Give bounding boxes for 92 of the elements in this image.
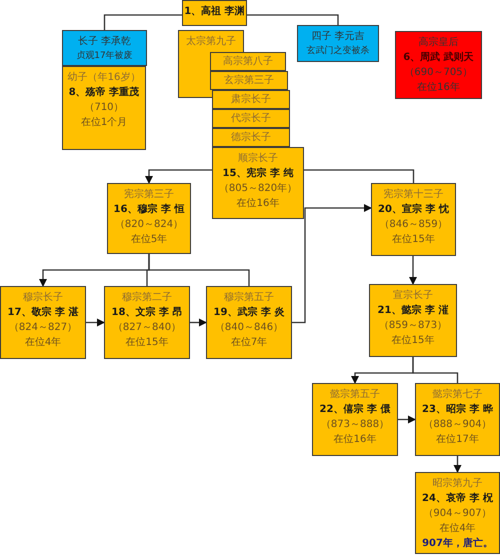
empress-box <box>395 31 482 99</box>
emperor-box <box>0 286 86 359</box>
connector-line <box>412 357 458 383</box>
note-text: （846～859） <box>379 218 448 232</box>
name-text: 24、哀帝 李 柷 <box>422 491 493 506</box>
name-text: 22、僖宗 李 儇 <box>320 402 390 417</box>
note-box <box>62 30 147 66</box>
name-text: 15、宪宗 李 纯 <box>222 166 294 181</box>
emperor-box <box>212 147 304 219</box>
arrow <box>454 456 462 473</box>
note-text: 德宗长子 <box>231 130 271 145</box>
note-text: （805～820年） <box>218 182 298 196</box>
emperor-box <box>212 109 290 128</box>
note-text: （859～873） <box>378 319 448 333</box>
note-text: 在位1个月 <box>80 116 128 130</box>
note-text: 907年，唐亡。 <box>422 536 493 551</box>
emperor-box <box>182 0 247 26</box>
name-text: 23、昭宗 李 晔 <box>422 402 493 417</box>
note-text: 太宗第九子 <box>186 34 236 49</box>
emperor-box <box>206 286 292 359</box>
arrow <box>190 318 207 326</box>
note-text: 懿宗第五子 <box>330 388 380 402</box>
note-text: 在位4年 <box>24 336 62 350</box>
name-text: 17、敬宗 李 湛 <box>8 305 78 320</box>
note-text: 在位16年 <box>417 81 460 95</box>
note-text: 在位15年 <box>126 336 168 350</box>
emperor-box <box>62 66 146 150</box>
note-text: 昭宗第九子 <box>432 476 482 491</box>
note-text: 宪宗第十三子 <box>384 188 444 202</box>
name-text: 8、殇帝 李重茂 <box>68 85 140 100</box>
note-text: （827～840） <box>112 321 182 335</box>
arrow <box>292 204 372 324</box>
note-text: 四子 李元吉 <box>311 30 365 44</box>
note-text: 高宗第八子 <box>223 54 273 69</box>
note-text: 在位15年 <box>392 334 434 348</box>
note-text: 懿宗第七子 <box>432 388 482 402</box>
emperor-box <box>104 286 190 359</box>
connector-line <box>247 14 339 25</box>
note-text: （888～904） <box>423 418 492 432</box>
emperor-box <box>369 284 457 357</box>
note-text: 在位16年 <box>236 197 280 211</box>
note-text: 长子 李承乾 <box>78 34 132 49</box>
note-text: （710） <box>84 101 124 115</box>
note-text: 顺宗长子 <box>238 152 278 166</box>
name-text: 16、穆宗 李 恒 <box>114 202 184 217</box>
arrow <box>145 169 212 184</box>
emperor-box <box>371 183 456 256</box>
emperor-box <box>210 52 286 71</box>
note-text: 宣宗长子 <box>393 288 433 303</box>
note-text: 在位4年 <box>439 522 476 536</box>
emperor-box <box>415 472 500 554</box>
note-text: （840～846） <box>214 321 284 335</box>
emperor-box <box>415 383 500 456</box>
name-text: 18、文宗 李 昂 <box>112 305 182 320</box>
name-text: 20、宣宗 李 忱 <box>378 202 449 217</box>
note-text: 穆宗长子 <box>23 290 63 305</box>
emperor-box <box>312 383 398 456</box>
note-text: （690～705） <box>404 66 473 80</box>
emperor-box <box>212 90 290 109</box>
emperor-box <box>210 71 288 90</box>
note-text: 高宗皇后 <box>418 36 458 50</box>
note-text: （824～827） <box>8 321 78 335</box>
note-text: 肃宗长子 <box>231 92 271 107</box>
note-text: 穆宗第二子 <box>122 290 172 305</box>
emperor-box <box>107 183 191 254</box>
note-text: 幼子（年16岁） <box>68 70 140 85</box>
note-text: 玄武门之变被杀 <box>306 44 370 58</box>
arrow <box>86 318 105 326</box>
note-text: 在位17年 <box>436 433 479 447</box>
name-text: 6、周武 武则天 <box>403 50 474 65</box>
note-box <box>297 25 379 62</box>
note-text: 宪宗第三子 <box>124 188 174 202</box>
name-text: 1、高祖 李渊 <box>184 4 245 19</box>
note-text: （820～824） <box>114 218 184 232</box>
note-text: 在位5年 <box>130 233 168 247</box>
note-text: 在位16年 <box>334 433 376 447</box>
arrow <box>398 416 416 424</box>
connector-line <box>304 169 414 183</box>
note-text: 代宗长子 <box>231 112 271 126</box>
note-text: 贞观17年被废 <box>76 50 133 63</box>
arrow <box>409 256 417 285</box>
note-text: 在位7年 <box>230 336 268 350</box>
emperor-box <box>212 128 290 147</box>
connector-line <box>148 254 250 286</box>
note-text: 穆宗第五子 <box>224 290 274 305</box>
note-text: 在位15年 <box>392 233 435 247</box>
note-text: 玄宗第三子 <box>224 74 274 88</box>
connector-line <box>104 14 182 30</box>
name-text: 21、懿宗 李 漼 <box>378 303 448 318</box>
note-text: （873～888） <box>320 418 390 432</box>
note-text: （904～907） <box>423 507 492 521</box>
name-text: 19、武宗 李 炎 <box>214 305 284 320</box>
